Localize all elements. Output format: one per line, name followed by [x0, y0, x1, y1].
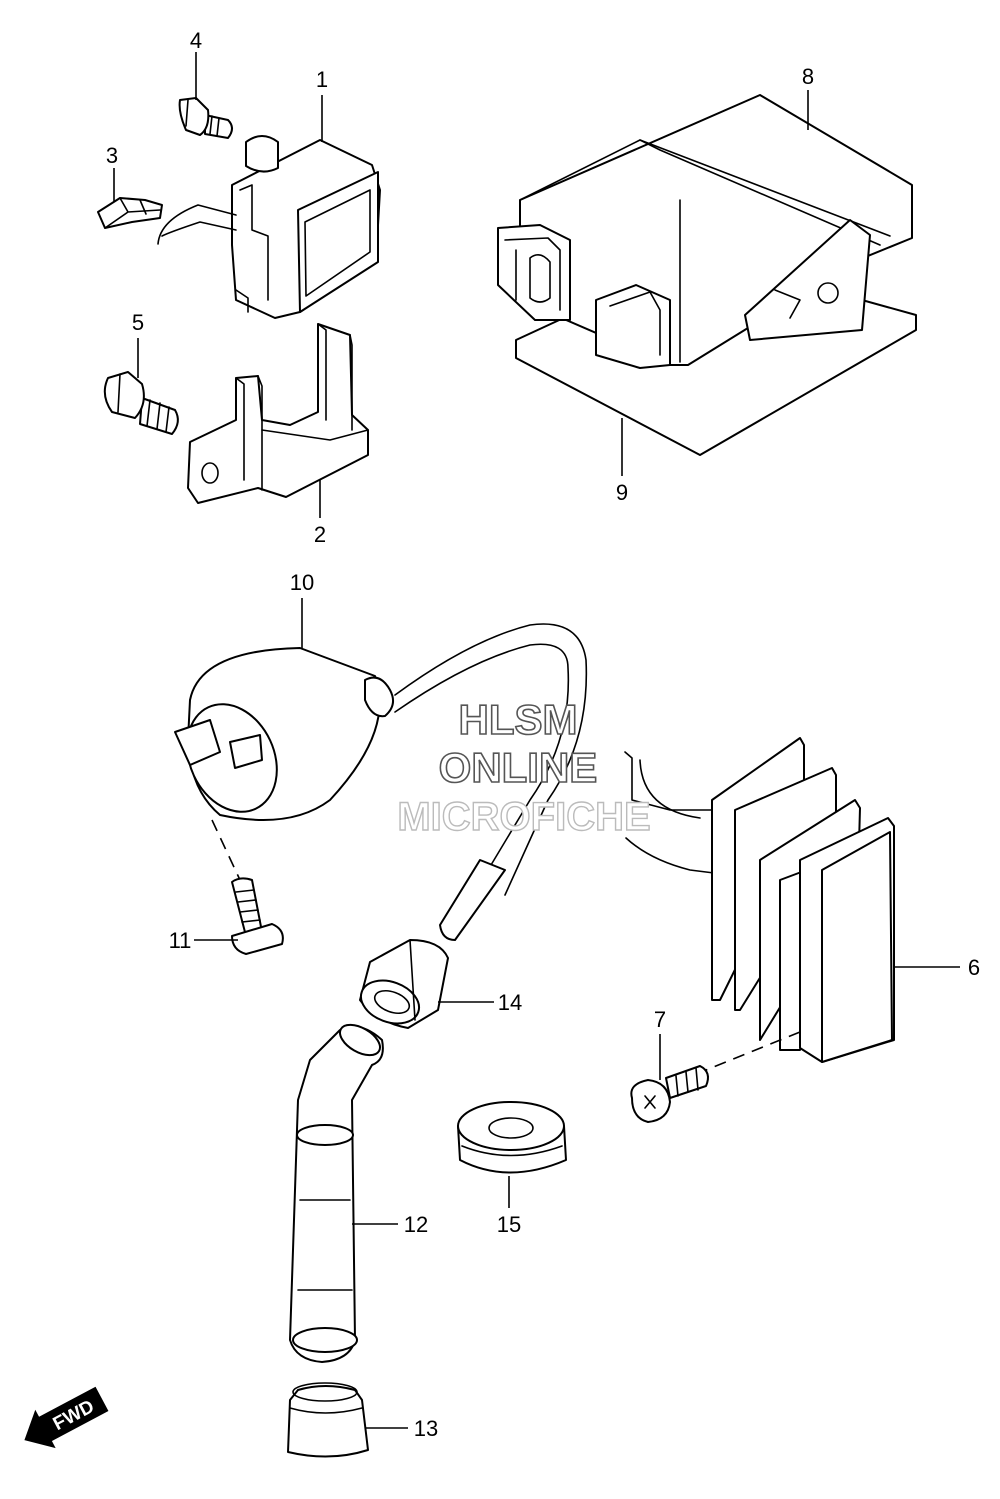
- callout-9: 9: [616, 480, 628, 505]
- part-8-ecu: [497, 94, 917, 456]
- part-4-bolt: [178, 97, 233, 139]
- callout-3: 3: [106, 143, 118, 168]
- watermark: HLSM ONLINE MICROFICHE: [397, 695, 652, 840]
- callout-8: 8: [802, 64, 814, 89]
- part-13-cap: [287, 1382, 369, 1458]
- part-15-grommet: [457, 1101, 567, 1174]
- leader-lines: [113, 52, 960, 1429]
- part-12-plug-cap: [289, 1023, 384, 1363]
- fwd-direction-badge: FWD: [24, 1386, 109, 1449]
- part-6-regulator: [624, 737, 895, 1063]
- callout-2: 2: [314, 522, 326, 547]
- part-3-clip: [97, 197, 163, 229]
- watermark-line-1: HLSM: [459, 696, 578, 743]
- callout-labels: 1 4 3 5 2 8 9 10 11 14 12 13 15 6 7: [106, 28, 980, 1441]
- callout-15: 15: [497, 1212, 521, 1237]
- callout-10: 10: [290, 570, 314, 595]
- callout-11: 11: [169, 928, 192, 953]
- watermark-line-2: ONLINE: [439, 744, 598, 791]
- callout-6: 6: [968, 955, 980, 980]
- watermark-line-3: MICROFICHE: [397, 795, 650, 839]
- part-10-ignition-coil: [174, 623, 588, 941]
- part-7-screw: [630, 1031, 801, 1123]
- callout-5: 5: [132, 310, 144, 335]
- part-5-bolt: [103, 371, 179, 435]
- part-11-bolt: [211, 819, 284, 955]
- fwd-arrow-icon: [24, 1386, 109, 1449]
- part-1-relay: [157, 135, 381, 319]
- callout-12: 12: [404, 1212, 428, 1237]
- callout-1: 1: [316, 67, 328, 92]
- callout-7: 7: [654, 1007, 666, 1032]
- callout-14: 14: [498, 990, 522, 1015]
- callout-13: 13: [414, 1416, 438, 1441]
- part-14-boot: [359, 939, 449, 1029]
- callout-4: 4: [190, 28, 202, 53]
- part-2-bracket: [187, 323, 369, 504]
